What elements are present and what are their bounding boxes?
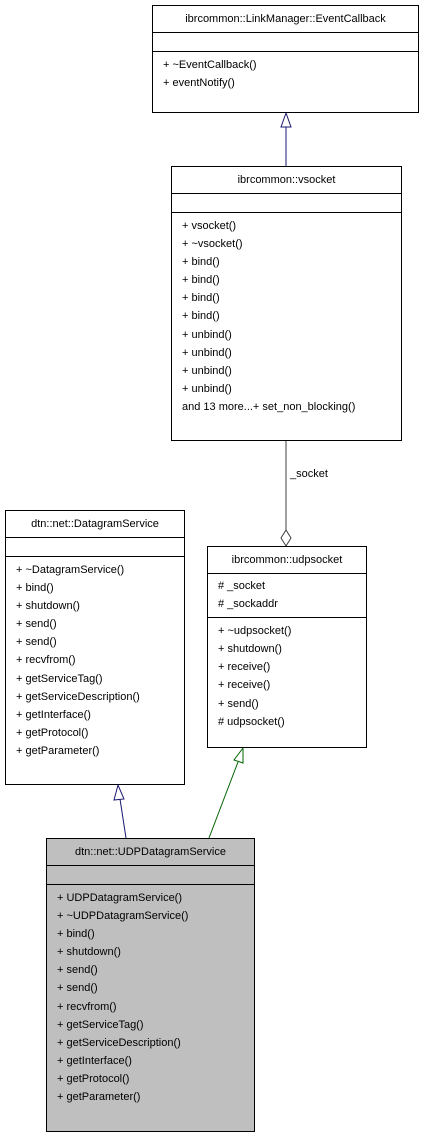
member-row: + getParameter() [57,1091,141,1104]
class-title: dtn::net::UDPDatagramService [47,839,254,866]
member-row: + bind() [182,310,220,323]
class-operations: + UDPDatagramService() + ~UDPDatagramServ… [47,885,254,1110]
member-row: + recvfrom() [57,1000,117,1013]
class-operations: + ~udpsocket() + shutdown() + receive() + r… [208,618,366,735]
class-datagramservice[interactable]: dtn::net::DatagramService + ~DatagramSer… [5,510,185,785]
member-row: + unbind() [182,328,232,341]
edge-udpdatagram-to-udpsocket [208,761,239,839]
inherit-arrowhead-eventcallback [280,111,292,128]
member-row: + getServiceDescription() [16,690,140,703]
class-vsocket[interactable]: ibrcommon::vsocket + vsocket()+ ~vsocket… [171,166,402,441]
member-row: + receive() [218,679,271,692]
member-row: # udpsocket() [218,715,285,728]
member-row: + eventNotify() [163,77,235,90]
edge-label-socket: _socket [290,468,328,480]
member-row: + send() [16,618,57,631]
member-row: + bind() [182,256,220,269]
member-row: + getProtocol() [57,1072,130,1085]
member-row: + send() [57,964,98,977]
member-row: + getInterface() [16,708,91,721]
member-row: + ~DatagramService() [16,564,125,576]
member-row: + send() [57,982,98,995]
member-row: + ~udpsocket() [218,625,292,638]
class-attributes [6,538,184,557]
member-row: + bind() [57,928,95,941]
member-row: + unbind() [182,382,232,395]
class-title: dtn::net::DatagramService [6,511,184,538]
member-row: + shutdown() [57,946,121,959]
class-attributes [153,33,418,52]
member-row: # _sockaddr [218,598,278,611]
member-row: + unbind() [182,364,232,377]
inherit-arrowhead-udpsocket [233,746,244,764]
member-row: + send() [218,697,259,710]
member-row: + getProtocol() [16,726,89,739]
member-row: + getServiceTag() [57,1018,144,1031]
member-row: + getInterface() [57,1054,132,1067]
member-row: + vsocket() [182,220,237,232]
class-operations: + vsocket() + ~vsocket() + bind() + bind() +… [172,213,401,420]
member-row: # _socket [218,580,266,592]
member-row: + getServiceDescription() [57,1036,181,1049]
member-row: + bind() [182,274,220,287]
class-title: ibrcommon::udpsocket [208,547,366,574]
member-row: + shutdown() [16,600,80,613]
member-row: + send() [16,636,57,649]
class-attributes: # _socket # _sockaddr [208,574,366,619]
member-row: + bind() [182,292,220,305]
member-row: + ~vsocket() [182,238,243,251]
class-udpsocket[interactable]: ibrcommon::udpsocket # _socket# _sockadd… [207,546,367,748]
member-row: and 13 more...+ set_non_blocking() [182,400,356,413]
member-row: + recvfrom() [16,654,76,667]
class-eventcallback[interactable]: ibrcommon::LinkManager::EventCallback + … [152,5,419,113]
class-attributes [47,866,254,885]
class-title: ibrcommon::vsocket [172,167,401,194]
member-row: + receive() [218,661,271,674]
member-row: + ~UDPDatagramService() [57,910,189,923]
member-row: + shutdown() [218,643,282,656]
member-row: + bind() [16,582,54,595]
class-operations: + ~DatagramService() + bind() + shutdown()… [6,557,184,764]
edge-udpdatagram-to-datagram [119,798,127,839]
aggregation-diamond [280,529,292,547]
inherit-arrowhead-datagramservice [113,783,125,801]
class-udpdatagramservice[interactable]: dtn::net::UDPDatagramService + UDPDatagr… [46,838,255,1132]
member-row: + getServiceTag() [16,672,103,685]
class-title: ibrcommon::LinkManager::EventCallback [153,6,418,33]
member-row: + getParameter() [16,744,100,757]
class-attributes [172,194,401,213]
member-row: + UDPDatagramService() [57,892,183,904]
class-operations: + ~EventCallback() + eventNotify() [153,52,418,96]
member-row: + ~EventCallback() [163,59,257,71]
member-row: + unbind() [182,346,232,359]
